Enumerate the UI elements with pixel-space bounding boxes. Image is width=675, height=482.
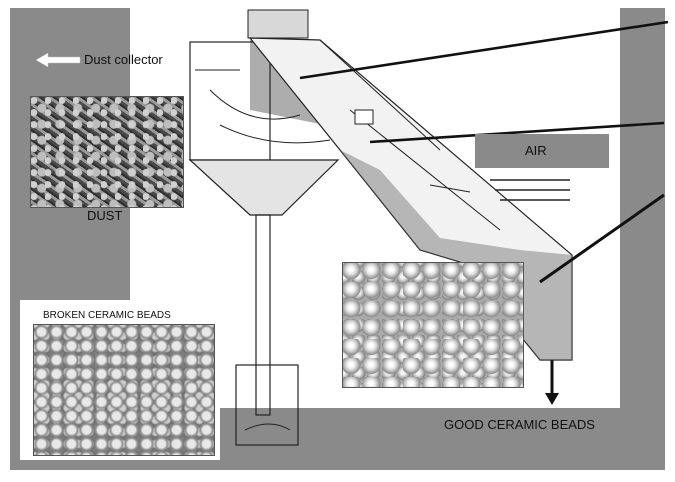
good-ceramic-beads-photo bbox=[342, 262, 524, 388]
dust-collector-label: Dust collector bbox=[84, 52, 163, 67]
discharge-pipe bbox=[235, 214, 299, 446]
dust-photo bbox=[30, 96, 184, 208]
dust-collector-arrow-icon bbox=[35, 52, 81, 68]
cyclone-chamber bbox=[188, 41, 340, 216]
air-label: AIR bbox=[525, 143, 547, 158]
air-label-box bbox=[475, 134, 609, 168]
broken-ceramic-beads-label: BROKEN CERAMIC BEADS bbox=[43, 310, 171, 321]
dust-label: DUST bbox=[87, 208, 123, 223]
broken-ceramic-beads-photo bbox=[33, 324, 215, 456]
good-ceramic-beads-label: GOOD CERAMIC BEADS bbox=[444, 417, 595, 432]
callout-pointer-lines bbox=[299, 20, 669, 284]
good-beads-down-arrow-icon bbox=[545, 360, 559, 405]
good-ceramic-beads-label-box bbox=[397, 410, 663, 444]
air-inlet-lines bbox=[429, 179, 570, 201]
